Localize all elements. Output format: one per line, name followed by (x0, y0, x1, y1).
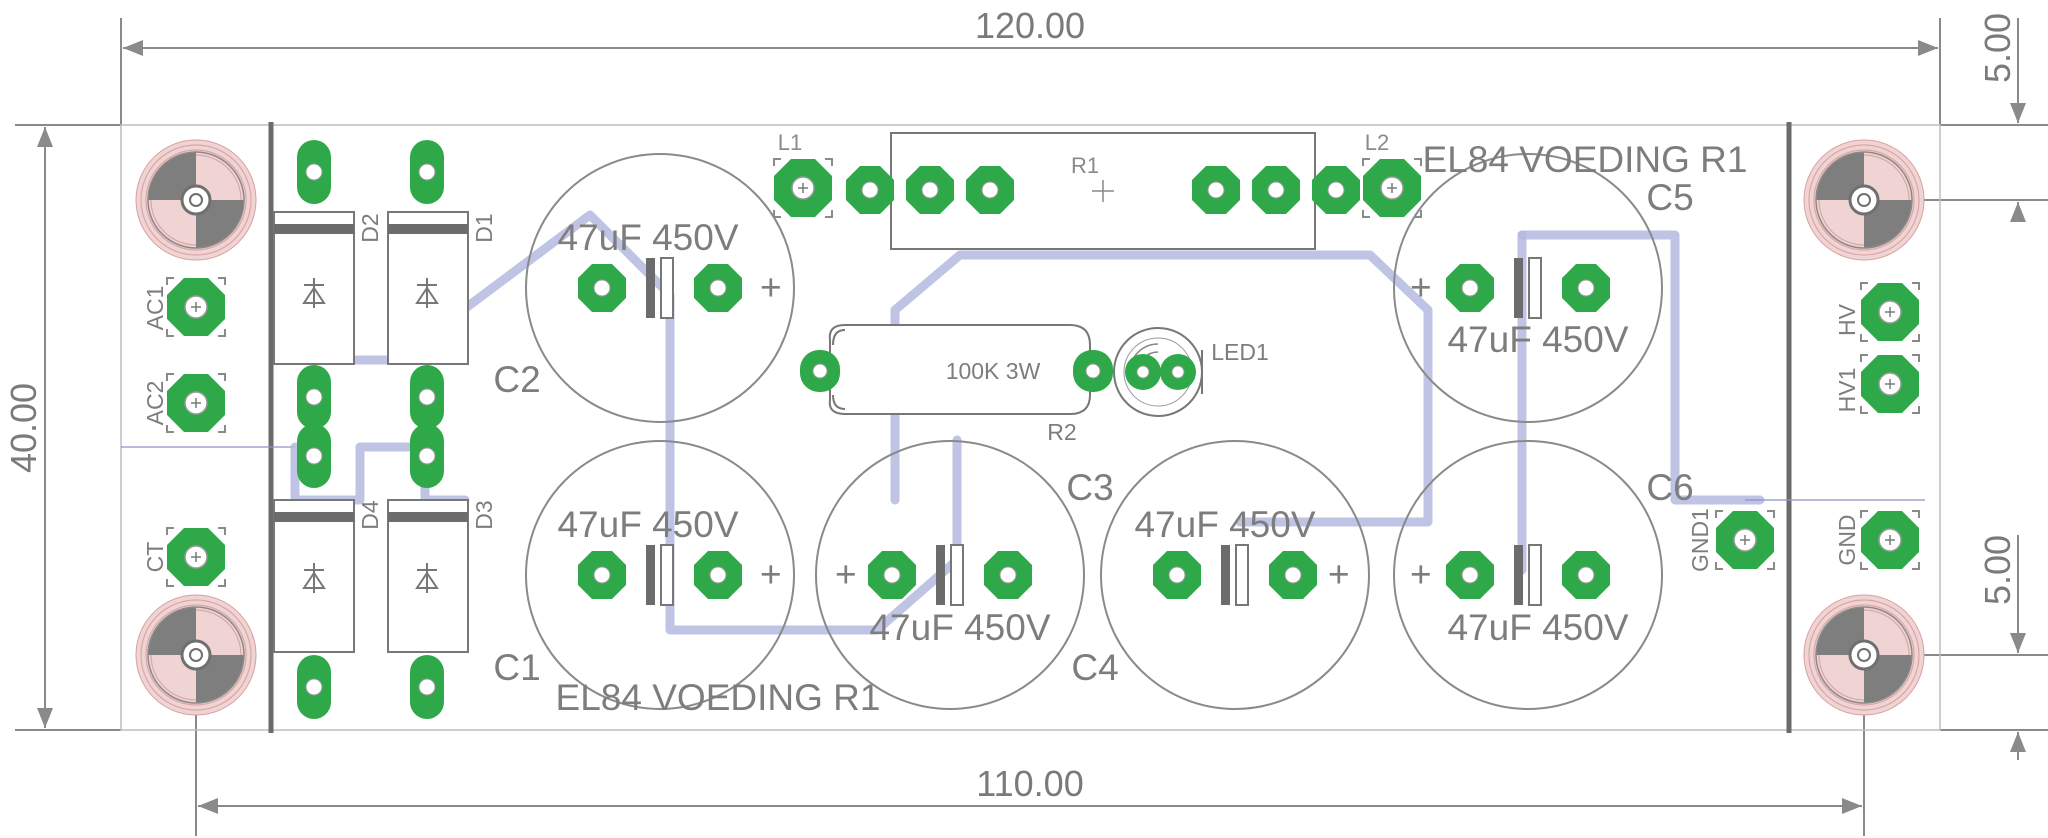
diode-d2-label: D2 (357, 213, 383, 242)
connector-gnd1-label: GND1 (1687, 508, 1713, 572)
connector-ac1[interactable] (166, 277, 226, 337)
resistor-r1-label: R1 (1071, 153, 1099, 178)
board-title-bottom: EL84 VOEDING R1 (556, 677, 881, 718)
connector-ac2-label: AC2 (142, 381, 168, 426)
capacitor-c4-polarity: + (1328, 554, 1350, 595)
mounting-hole-top-left (134, 138, 258, 262)
capacitor-c3-value: 47uF 450V (869, 607, 1050, 648)
diode-d2[interactable] (273, 140, 355, 429)
capacitor-c5[interactable] (1394, 154, 1662, 422)
connector-hv1[interactable] (1860, 354, 1920, 414)
resistor-r2-label: R2 (1047, 419, 1076, 445)
dimension-width-top: 120.00 (975, 5, 1085, 46)
dimension-width-bottom: 110.00 (976, 763, 1083, 804)
board-title-top-right: EL84 VOEDING R1 (1423, 139, 1748, 180)
connector-ct[interactable] (166, 527, 226, 587)
led-led1-label: LED1 (1211, 339, 1269, 365)
dimension-margin-bottom-right: 5.00 (1977, 535, 2018, 605)
capacitor-c5-polarity: + (1410, 267, 1432, 308)
capacitor-c6-ref: C6 (1646, 467, 1693, 508)
diode-d4[interactable] (273, 424, 355, 719)
connector-ac2[interactable] (166, 373, 226, 433)
inductor-l2-pad[interactable] (1362, 158, 1422, 218)
resistor-r2-value: 100K 3W (946, 358, 1041, 384)
capacitor-c4-ref: C4 (1071, 647, 1118, 688)
diode-d3-label: D3 (471, 500, 497, 529)
connector-gnd-label: GND (1834, 514, 1860, 565)
mounting-hole-bottom-right (1802, 593, 1926, 717)
mounting-hole-bottom-left (134, 593, 258, 717)
dimension-height-left: 40.00 (3, 383, 44, 473)
connector-hv1-label: HV1 (1834, 368, 1860, 413)
capacitor-c2-ref: C2 (493, 359, 540, 400)
capacitor-c1-value: 47uF 450V (557, 504, 738, 545)
capacitor-c6-value: 47uF 450V (1447, 607, 1628, 648)
connector-hv-label: HV (1834, 303, 1860, 336)
connector-gnd1[interactable] (1715, 510, 1775, 570)
resistor-r2[interactable] (800, 324, 1113, 415)
led-led1[interactable] (1113, 327, 1203, 417)
capacitor-c1[interactable] (526, 441, 794, 709)
connector-ac1-label: AC1 (142, 286, 168, 331)
capacitor-c2-value: 47uF 450V (557, 217, 738, 258)
inductor-l2-label: L2 (1365, 130, 1389, 155)
inductor-l1-pad[interactable] (773, 158, 833, 218)
board-outline (120, 124, 1941, 731)
connector-gnd[interactable] (1860, 510, 1920, 570)
mounting-hole-top-right (1802, 138, 1926, 262)
connector-hv[interactable] (1860, 282, 1920, 342)
capacitor-c2[interactable] (526, 154, 794, 422)
connector-ct-label: CT (142, 542, 168, 573)
capacitor-c1-ref: C1 (493, 647, 540, 688)
capacitor-c5-value: 47uF 450V (1447, 319, 1628, 360)
dimension-margin-top-right: 5.00 (1977, 13, 2018, 83)
capacitor-c2-polarity: + (760, 267, 782, 308)
diode-d4-label: D4 (357, 500, 383, 530)
capacitor-c4-value: 47uF 450V (1134, 504, 1315, 545)
resistor-r1[interactable] (846, 132, 1360, 250)
diode-d3[interactable] (387, 424, 469, 719)
capacitor-c6[interactable] (1394, 441, 1662, 709)
capacitor-c1-polarity: + (760, 554, 782, 595)
capacitor-c5-ref: C5 (1646, 177, 1693, 218)
capacitor-c3-polarity: + (835, 554, 857, 595)
capacitor-c3-ref: C3 (1066, 467, 1113, 508)
diode-d1[interactable] (387, 140, 469, 429)
diode-d1-label: D1 (471, 213, 497, 242)
capacitor-c6-polarity: + (1410, 554, 1432, 595)
inductor-l1-label: L1 (778, 130, 802, 155)
